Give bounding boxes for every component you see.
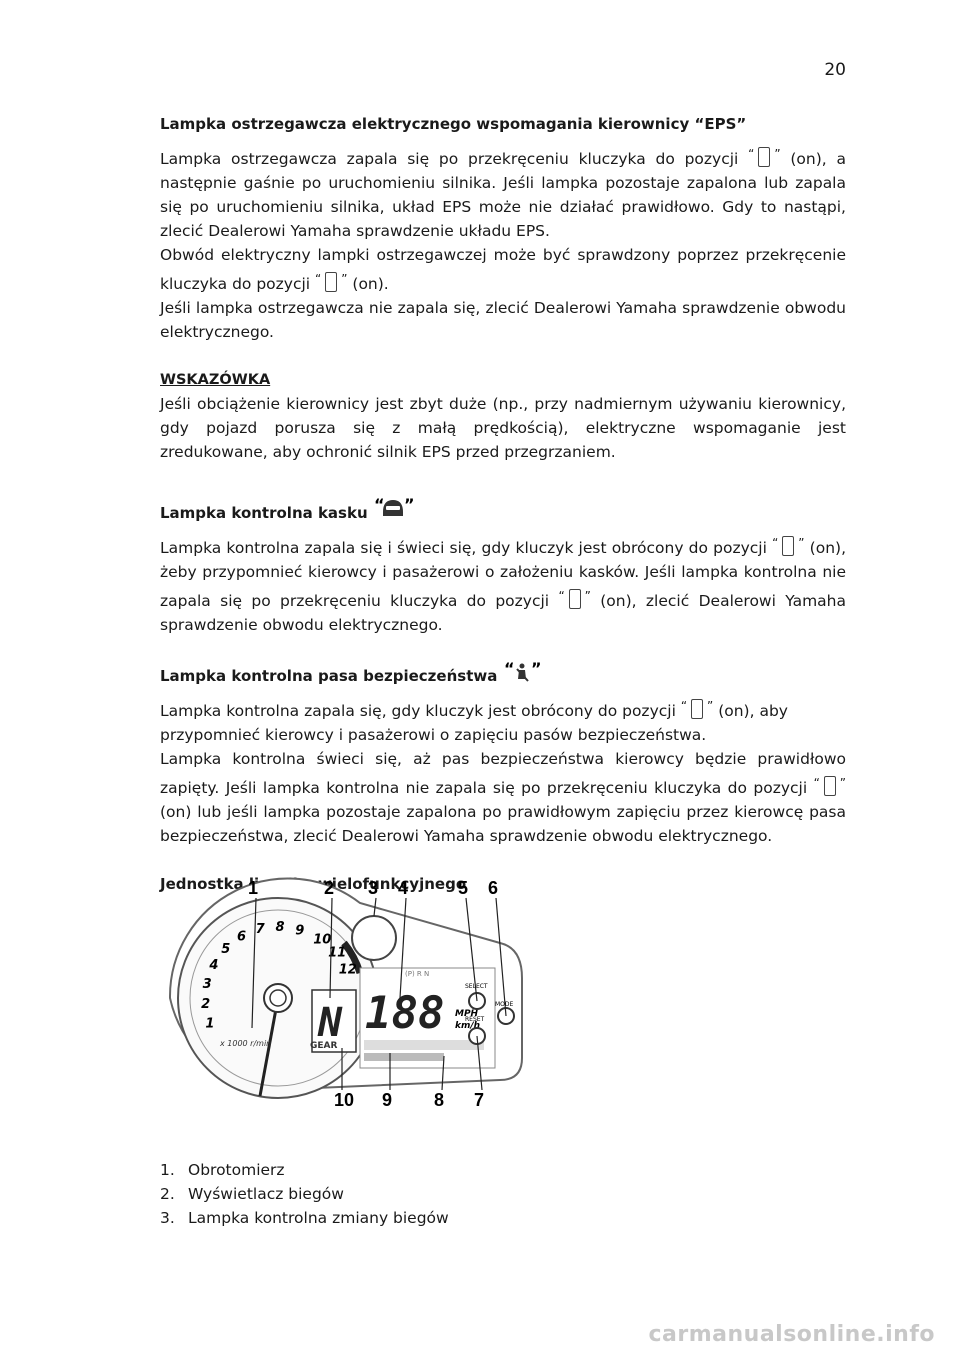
belt-heading-text: Lampka kontrolna pasa bezpieczeństwa (160, 667, 498, 685)
list-item: 3. Lampka kontrolna zmiany biegów (160, 1206, 449, 1230)
key-on-icon (782, 536, 795, 556)
svg-text:”: ” (531, 661, 542, 678)
callout-number: 6 (488, 878, 498, 898)
key-on-icon (758, 147, 771, 167)
eps-paragraph-3: Jeśli lampka ostrzegawcza nie zapala się… (160, 299, 846, 341)
dial-number: 2 (201, 997, 210, 1012)
helmet-text-a: Lampka kontrolna zapala się i świeci się… (160, 539, 767, 557)
callout-line (476, 1035, 483, 1091)
gear-digit: N (317, 1000, 343, 1046)
page-content: Lampka ostrzegawcza elektrycznego wspoma… (160, 112, 846, 896)
list-text: Lampka kontrolna zmiany biegów (188, 1209, 449, 1227)
helmet-heading: Lampka kontrolna kasku “ ” (160, 495, 846, 531)
reset-label: RESET (465, 1016, 485, 1023)
svg-text:”: ” (404, 496, 413, 514)
callout-number: 4 (398, 878, 408, 898)
gear-display (311, 989, 357, 1053)
helmet-paragraph: Lampka kontrolna zapala się i świeci się… (160, 536, 847, 634)
list-item: 2. Wyświetlacz biegów (160, 1182, 449, 1206)
eps-heading: Lampka ostrzegawcza elektrycznego wspoma… (160, 115, 747, 133)
helmet-icon: “ ” (373, 495, 414, 531)
belt-p1-text-b: (on), aby przypomnieć kierowcy i pasażer… (160, 702, 788, 744)
eps-p1-text-b: (on), a następnie gaśnie po uruchomieniu… (160, 150, 846, 240)
mode-label: MODE (495, 1001, 514, 1008)
list-item: 1. Obrotomierz (160, 1158, 449, 1182)
dial-number: 6 (237, 930, 246, 945)
fuel-gauge-segment (364, 1053, 444, 1061)
callout-line (329, 897, 333, 999)
callout-number: 3 (368, 878, 378, 898)
belt-paragraph-1: Lampka kontrolna zapala się, gdy kluczyk… (160, 699, 788, 744)
callout-line (399, 897, 407, 999)
gear-label: GEAR (310, 1041, 338, 1051)
dial-number: 4 (208, 958, 218, 973)
svg-text:“: “ (374, 496, 385, 514)
callout-number: 7 (474, 1090, 484, 1110)
helmet-text-b: (on), żeby przypomnieć kierowcy i pasaże… (160, 539, 846, 610)
callout-number: 9 (382, 1090, 392, 1110)
unit-mph: MPH (455, 1009, 479, 1019)
unit-kmh: km/h (455, 1021, 480, 1031)
callout-number: 1 (248, 878, 258, 898)
eps-p2-text-b: (on). (352, 275, 389, 293)
dial-number: 8 (276, 920, 285, 935)
lcd-panel (359, 967, 496, 1069)
callout-line (465, 897, 478, 1002)
key-on-icon (823, 776, 836, 796)
svg-text:“: “ (504, 661, 515, 678)
dial-number: 11 (328, 946, 346, 961)
belt-heading: Lampka kontrolna pasa bezpieczeństwa “ ” (160, 659, 846, 694)
list-num: 1. (160, 1161, 175, 1179)
belt-p2-text-a: Lampka kontrolna świeci się, aż pas bezp… (160, 750, 846, 797)
list-num: 2. (160, 1185, 175, 1203)
callout-line (441, 1055, 445, 1091)
dial-number: 1 (205, 1017, 214, 1032)
odometer-segment (364, 1040, 484, 1050)
dial-number: 7 (256, 922, 266, 937)
shift-indicator-light (351, 915, 397, 961)
prn-indicator: (P) R N (405, 970, 429, 978)
note-text: Jeśli obciążenie kierownicy jest zbyt du… (160, 395, 846, 461)
eps-paragraph-2: Obwód elektryczny lampki ostrzegawczej m… (160, 246, 846, 293)
callout-number: 8 (434, 1090, 444, 1110)
key-on-icon (691, 699, 704, 719)
component-list: 1. Obrotomierz 2. Wyświetlacz biegów 3. Lam… (160, 1158, 449, 1230)
list-text: Obrotomierz (188, 1161, 285, 1179)
note-heading: WSKAZÓWKA (160, 372, 271, 388)
key-on-icon (568, 589, 581, 609)
belt-p2-text-b: (on) lub jeśli lampka pozostaje zapalona… (160, 803, 846, 845)
list-text: Wyświetlacz biegów (188, 1185, 344, 1203)
eps-p1-text-a: Lampka ostrzegawcza zapala się po przekr… (160, 150, 739, 168)
key-on-icon (325, 272, 338, 292)
dial-number: 3 (203, 977, 212, 992)
callout-number: 5 (458, 878, 468, 898)
speed-display: 188 (365, 988, 444, 1039)
callout-line (373, 897, 377, 917)
eps-paragraph-1: Lampka ostrzegawcza zapala się po przekr… (160, 147, 846, 240)
page-number: 20 (824, 60, 846, 80)
dial-number: 10 (313, 932, 331, 947)
callout-number: 10 (334, 1090, 354, 1110)
helmet-heading-text: Lampka kontrolna kasku (160, 504, 368, 522)
dial-number: 12 (339, 963, 357, 978)
callout-number: 2 (324, 878, 334, 898)
list-num: 3. (160, 1209, 175, 1227)
callout-line (251, 897, 257, 1029)
dial-number: 5 (221, 942, 230, 957)
belt-paragraph-2: Lampka kontrolna świeci się, aż pas bezp… (160, 750, 846, 845)
dial-number: 9 (295, 924, 304, 939)
callout-line (495, 897, 507, 1017)
eps-p2-text-a: Obwód elektryczny lampki ostrzegawczej m… (160, 246, 846, 293)
watermark: carmanualsonline.info (648, 1322, 935, 1347)
seatbelt-icon: “ ” (503, 659, 543, 694)
select-label: SELECT (465, 983, 488, 990)
rpm-label: x 1000 r/min (219, 1039, 271, 1048)
belt-p1-text-a: Lampka kontrolna zapala się, gdy kluczyk… (160, 702, 676, 720)
helmet-text-c: (on), zlecić Dealerowi Yamaha sprawdzeni… (160, 592, 847, 634)
